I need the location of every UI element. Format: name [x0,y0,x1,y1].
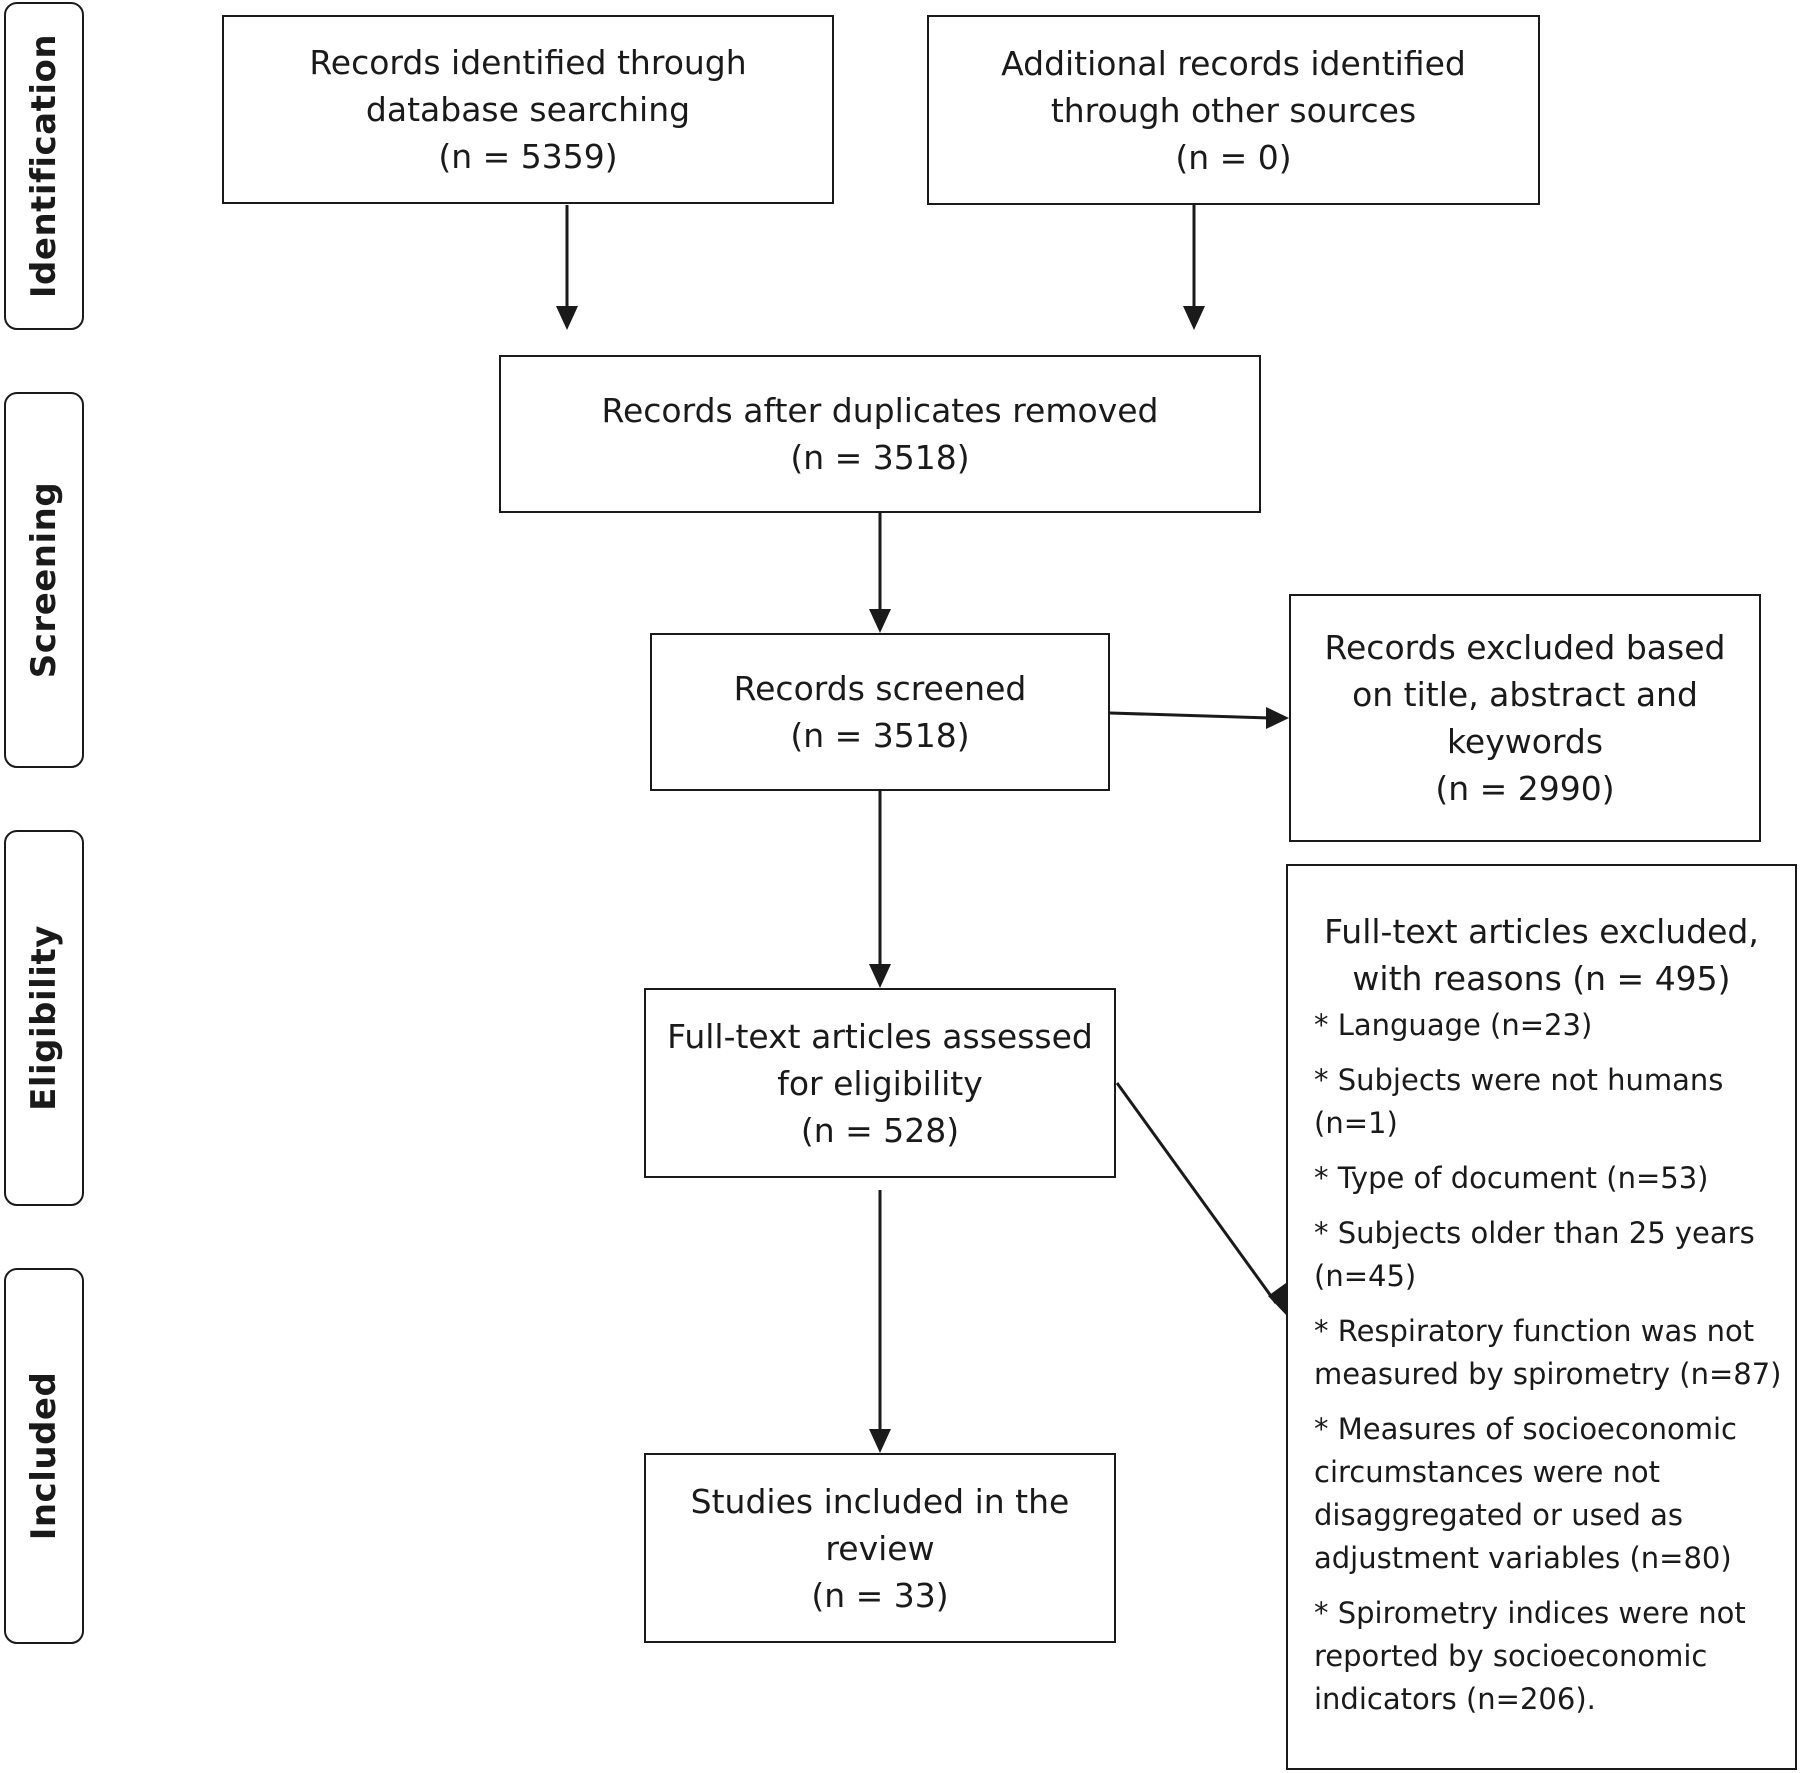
other-sources-box: Additional records identified through ot… [927,15,1540,205]
after-duplicates-box: Records after duplicates removed (n = 35… [499,355,1261,513]
studies-included-box: Studies included in the review (n = 33) [644,1453,1116,1643]
records-screened-count: (n = 3518) [790,716,970,755]
phase-eligibility: Eligibility [4,830,84,1206]
other-sources-line2: through other sources [1050,90,1417,130]
fulltext-assessed-line1: Full-text articles assessed [667,1016,1093,1056]
other-sources-line1: Additional records identified [1001,43,1466,83]
records-screened-box: Records screened (n = 3518) [650,633,1110,791]
arrow-screened-to-excluded [1109,711,1271,720]
records-excluded-line1: Records excluded based [1324,628,1726,667]
exclusion-reason-socioeconomic-measures: * Measures of socioeconomic circumstance… [1314,1412,1737,1575]
phase-identification: Identification [4,2,84,330]
exclusion-reason-age: * Subjects older than 25 years (n=45) [1314,1216,1755,1293]
phase-screening: Screening [4,392,84,768]
fulltext-excluded-title-line2: with reasons (n = 495) [1352,959,1731,998]
records-excluded-box: Records excluded based on title, abstrac… [1289,594,1761,842]
fulltext-excluded-title-line1: Full-text articles excluded, [1324,912,1759,951]
other-sources-count: (n = 0) [1175,137,1292,177]
fulltext-assessed-box: Full-text articles assessed for eligibil… [644,988,1116,1178]
exclusion-reasons-list: * Language (n=23) * Subjects were not hu… [1288,1004,1795,1721]
database-records-count: (n = 5359) [438,137,618,176]
arrowhead-duplicates [869,609,891,633]
records-excluded-count: (n = 2990) [1435,769,1615,808]
database-records-box: Records identified through database sear… [222,15,834,204]
records-excluded-line3: keywords [1446,722,1604,761]
arrowhead-fulltext-excluded [1268,1283,1288,1317]
arrow-fulltext-to-excluded [1115,1082,1278,1304]
arrowhead-screened-excluded [1266,707,1289,729]
arrowhead-database [556,306,578,330]
records-excluded-line2: on title, abstract and [1352,675,1698,714]
exclusion-reason-language: * Language (n=23) [1314,1008,1593,1042]
exclusion-reason-not-humans: * Subjects were not humans (n=1) [1314,1063,1724,1140]
after-duplicates-count: (n = 3518) [790,438,970,477]
fulltext-excluded-title: Full-text articles excluded, with reason… [1288,908,1795,1002]
exclusion-reason-spirometry: * Respiratory function was not measured … [1314,1314,1782,1391]
after-duplicates-line1: Records after duplicates removed [601,391,1159,430]
studies-included-line2: review [825,1528,935,1568]
database-records-line1: Records identified through [309,43,747,82]
records-screened-line1: Records screened [733,669,1027,708]
fulltext-assessed-line2: for eligibility [777,1063,983,1103]
studies-included-line1: Studies included in the [690,1481,1070,1521]
database-records-line2: database searching [365,90,691,129]
arrowhead-fulltext-included [869,1429,891,1453]
exclusion-reason-document-type: * Type of document (n=53) [1314,1161,1709,1195]
studies-included-count: (n = 33) [811,1575,949,1615]
exclusion-reason-spirometry-indices: * Spirometry indices were not reported b… [1314,1596,1746,1716]
fulltext-excluded-box: Full-text articles excluded, with reason… [1286,864,1797,1770]
arrowhead-other [1183,306,1205,330]
fulltext-assessed-count: (n = 528) [800,1110,960,1150]
arrowhead-screened-fulltext [869,964,891,988]
phase-included: Included [4,1268,84,1644]
